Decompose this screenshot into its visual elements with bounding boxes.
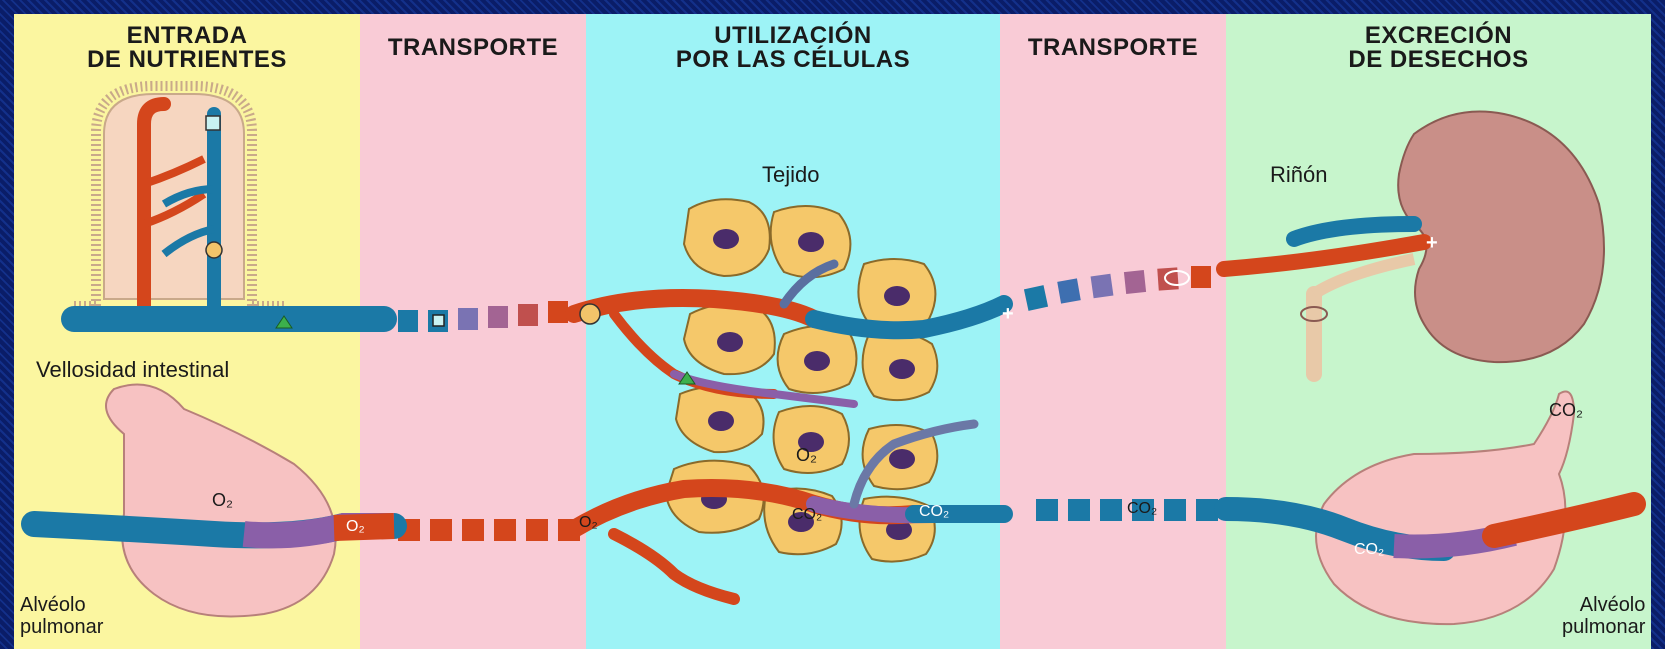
alveolus-right [1226, 392, 1634, 625]
gas-co2-alveolus-right: CO₂ [1354, 539, 1384, 561]
transport-vessel-bottom-left [398, 519, 580, 541]
label-tissue: Tejido [762, 164, 819, 186]
gas-co2-transport-right: CO₂ [1127, 498, 1157, 520]
physiology-diagram: + [14, 14, 1651, 649]
label-alveolus-left: Alvéolo pulmonar [20, 594, 103, 638]
label-villus: Vellosidad intestinal [36, 359, 229, 381]
gas-o2-transport-left: O₂ [346, 516, 365, 538]
gas-co2-capillary: CO₂ [919, 501, 949, 523]
column-title-excrecion: EXCRECIÓN DE DESECHOS [1226, 24, 1651, 72]
svg-text:+: + [1002, 303, 1014, 325]
kidney: + [1224, 112, 1604, 375]
gas-o2-alveolus-left: O₂ [212, 489, 233, 511]
column-title-transporte-1: TRANSPORTE [360, 36, 586, 60]
label-kidney: Riñón [1270, 164, 1327, 186]
label-alveolus-right: Alvéolo pulmonar [1562, 594, 1645, 638]
svg-text:+: + [1426, 232, 1438, 254]
transport-vessel-top-right: + [1002, 266, 1211, 325]
column-title-entrada: ENTRADA DE NUTRIENTES [14, 24, 360, 72]
column-title-utilizacion: UTILIZACIÓN POR LAS CÉLULAS [586, 24, 1000, 72]
gas-co2-top-right: CO₂ [1549, 399, 1583, 421]
intestinal-villus [74, 86, 384, 328]
gas-o2-tissue: O₂ [796, 444, 817, 466]
transport-vessel-top-left [398, 301, 568, 332]
diagram-panel: + [14, 14, 1651, 649]
column-title-transporte-2: TRANSPORTE [1000, 36, 1226, 60]
gas-o2-capillary: O₂ [579, 512, 598, 534]
gas-co2-tissue: CO₂ [792, 504, 822, 526]
